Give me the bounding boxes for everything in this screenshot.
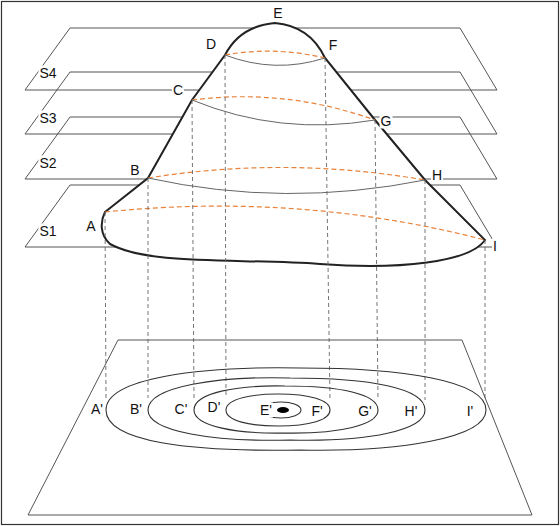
point-label: A bbox=[85, 219, 96, 234]
point-label: S1 bbox=[38, 224, 57, 239]
point-label: F bbox=[328, 38, 339, 53]
contour-line bbox=[194, 386, 378, 433]
hidden-contour bbox=[192, 97, 375, 120]
projection-lines bbox=[105, 55, 485, 400]
projected-label: H' bbox=[404, 404, 419, 419]
projection-line bbox=[485, 240, 486, 400]
hidden-contour bbox=[105, 206, 485, 240]
projected-label: B' bbox=[129, 402, 143, 417]
point-label: D bbox=[205, 37, 217, 52]
point-label: S2 bbox=[38, 156, 57, 171]
point-label: C bbox=[172, 83, 184, 98]
projected-label: D' bbox=[207, 400, 222, 415]
projection-line bbox=[325, 58, 330, 400]
point-label: G bbox=[380, 114, 393, 129]
projection-line bbox=[192, 100, 194, 398]
projected-label: I' bbox=[466, 404, 475, 419]
contour-line bbox=[106, 368, 486, 450]
visible-contour bbox=[225, 55, 325, 65]
projected-label: A' bbox=[90, 402, 104, 417]
base-plane bbox=[28, 340, 532, 515]
projected-label: C' bbox=[174, 402, 189, 417]
contour-line bbox=[148, 378, 425, 440]
point-label: S4 bbox=[38, 66, 57, 81]
projection-line bbox=[225, 55, 226, 396]
point-label: E bbox=[272, 6, 283, 21]
contour-line bbox=[226, 394, 330, 426]
point-label: B bbox=[129, 163, 140, 178]
visible-contour bbox=[192, 100, 375, 125]
summit-dot bbox=[277, 407, 289, 413]
hidden-contours bbox=[105, 51, 485, 240]
point-label: H bbox=[431, 168, 443, 183]
projection-line bbox=[105, 212, 106, 398]
point-label: S3 bbox=[38, 111, 57, 126]
visible-contour bbox=[148, 178, 425, 194]
projected-label: E' bbox=[259, 403, 273, 418]
cone-outline bbox=[102, 23, 485, 266]
hidden-contour bbox=[148, 167, 425, 180]
projection-line bbox=[425, 180, 426, 400]
projected-label: G' bbox=[357, 404, 373, 419]
projection-line bbox=[148, 178, 149, 398]
point-label: I bbox=[492, 239, 498, 254]
visible-contours bbox=[148, 55, 425, 194]
projected-label: F' bbox=[310, 404, 323, 419]
projection-line bbox=[375, 120, 378, 400]
hidden-contour bbox=[225, 51, 325, 58]
contour-map bbox=[106, 368, 486, 450]
